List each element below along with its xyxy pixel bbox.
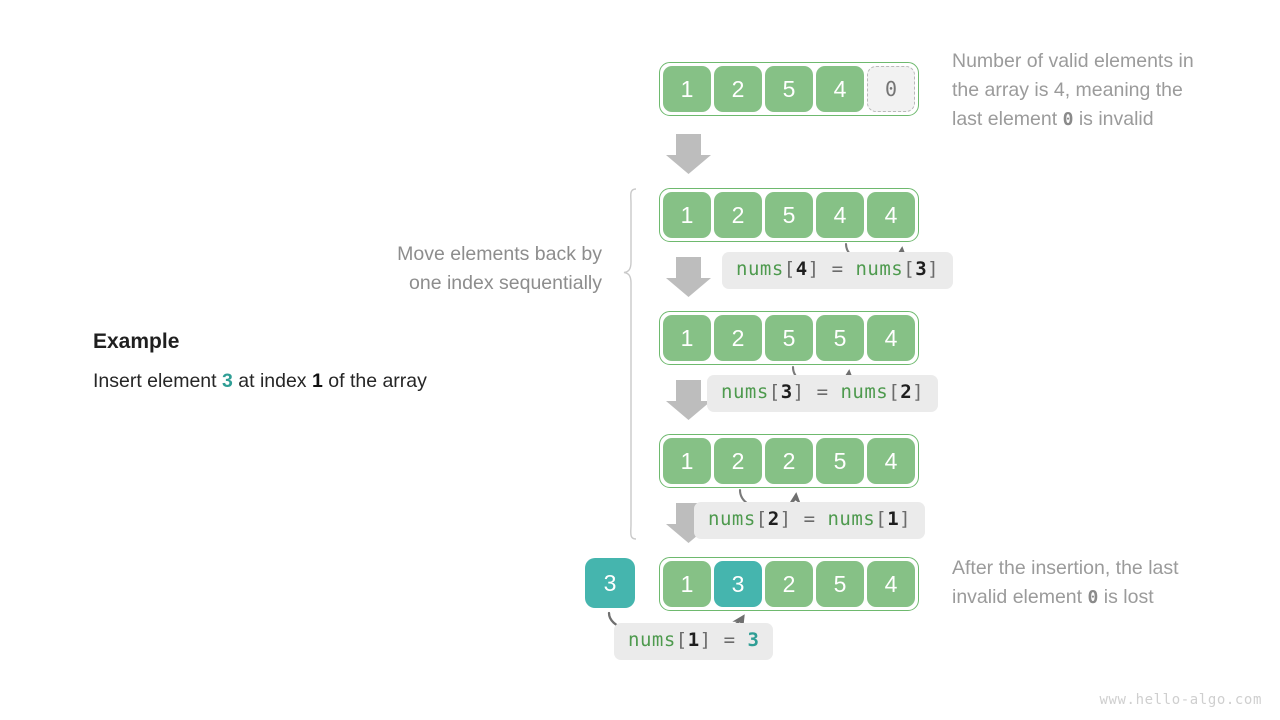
code-index: 1	[887, 508, 900, 530]
array-cell: 4	[816, 66, 864, 112]
code-index: 1	[687, 629, 700, 651]
grouping-brace	[623, 188, 637, 540]
array-cell: 2	[714, 438, 762, 484]
note-line: last element	[952, 108, 1063, 130]
note-after-insertion: After the insertion, the last invalid el…	[952, 554, 1262, 612]
insert-value-box: 3	[585, 558, 635, 608]
array-cell: 2	[765, 438, 813, 484]
code-index: 4	[795, 258, 808, 280]
note-line: is invalid	[1073, 108, 1154, 130]
note-valid-elements: Number of valid elements in the array is…	[952, 47, 1262, 134]
example-text: Insert element	[93, 370, 222, 392]
code-bracket: ]	[912, 381, 925, 403]
note-line: is lost	[1098, 586, 1154, 608]
array-cell: 4	[867, 315, 915, 361]
array-cell: 2	[714, 315, 762, 361]
note-line: the array is 4, meaning the	[952, 79, 1183, 101]
code-label-nums2: nums[2] = nums[1]	[694, 502, 926, 539]
array-cell: 4	[816, 192, 864, 238]
array-cell: 1	[663, 192, 711, 238]
code-array-name: nums	[736, 258, 784, 280]
code-label-nums3: nums[3] = nums[2]	[707, 375, 939, 412]
down-arrow-3	[666, 380, 711, 420]
array-cell: 5	[816, 438, 864, 484]
label-line: Move elements back by	[397, 243, 602, 265]
code-bracket: ]	[792, 381, 805, 403]
array-cell: 4	[867, 438, 915, 484]
watermark: www.hello-algo.com	[1099, 692, 1262, 708]
example-text: of the array	[322, 370, 427, 392]
code-array-name: nums	[708, 508, 756, 530]
note-line: After the insertion, the last	[952, 557, 1179, 579]
array-cell-invalid: 0	[867, 66, 915, 112]
example-description: Insert element 3 at index 1 of the array	[93, 370, 427, 393]
code-label-nums1: nums[1] = 3	[614, 623, 774, 660]
code-index: 2	[767, 508, 780, 530]
code-bracket: [	[675, 629, 688, 651]
code-equals: =	[723, 629, 736, 651]
example-insert-index: 1	[311, 370, 323, 392]
array-cell: 5	[765, 315, 813, 361]
note-invalid-value: 0	[1087, 587, 1099, 608]
code-bracket: [	[755, 508, 768, 530]
array-cell: 2	[765, 561, 813, 607]
note-line: Number of valid elements in	[952, 50, 1194, 72]
array-cell: 1	[663, 315, 711, 361]
code-array-name: nums	[827, 508, 876, 530]
array-cell: 5	[765, 192, 813, 238]
array-row-shift-2: 1 2 2 5 4	[659, 434, 919, 488]
code-value: 3	[747, 629, 760, 651]
down-arrow-1	[666, 134, 711, 174]
array-row-final: 1 3 2 5 4	[659, 557, 919, 611]
array-cell: 5	[765, 66, 813, 112]
down-arrow-2	[666, 257, 711, 297]
code-index: 3	[915, 258, 928, 280]
example-insert-value: 3	[221, 370, 233, 392]
code-array-name: nums	[855, 258, 904, 280]
array-row-initial: 1 2 5 4 0	[659, 62, 919, 116]
array-cell: 1	[663, 561, 711, 607]
array-cell: 4	[867, 192, 915, 238]
code-label-nums4: nums[4] = nums[3]	[722, 252, 954, 289]
code-bracket: ]	[807, 258, 820, 280]
array-row-shift-4: 1 2 5 4 4	[659, 188, 919, 242]
code-bracket: [	[783, 258, 796, 280]
code-bracket: ]	[779, 508, 792, 530]
label-move-elements: Move elements back by one index sequenti…	[300, 240, 602, 298]
code-equals: =	[831, 258, 844, 280]
array-row-shift-3: 1 2 5 5 4	[659, 311, 919, 365]
code-equals: =	[803, 508, 816, 530]
code-array-name: nums	[840, 381, 889, 403]
note-invalid-value: 0	[1062, 109, 1074, 130]
array-cell: 2	[714, 192, 762, 238]
code-bracket: [	[768, 381, 781, 403]
code-bracket: ]	[899, 508, 912, 530]
code-index: 3	[780, 381, 793, 403]
code-equals: =	[816, 381, 829, 403]
array-cell: 1	[663, 438, 711, 484]
example-text: at index	[232, 370, 312, 392]
note-line: invalid element	[952, 586, 1088, 608]
example-title: Example	[93, 330, 180, 353]
array-cell: 2	[714, 66, 762, 112]
code-bracket: [	[875, 508, 888, 530]
label-line: one index sequentially	[409, 272, 602, 294]
code-array-name: nums	[628, 629, 676, 651]
array-cell: 5	[816, 561, 864, 607]
array-cell: 1	[663, 66, 711, 112]
array-cell: 4	[867, 561, 915, 607]
array-cell-inserted: 3	[714, 561, 762, 607]
code-bracket: ]	[927, 258, 940, 280]
code-bracket: [	[888, 381, 901, 403]
code-bracket: [	[903, 258, 916, 280]
array-cell: 5	[816, 315, 864, 361]
code-bracket: ]	[699, 629, 712, 651]
code-index: 2	[900, 381, 913, 403]
code-array-name: nums	[721, 381, 769, 403]
